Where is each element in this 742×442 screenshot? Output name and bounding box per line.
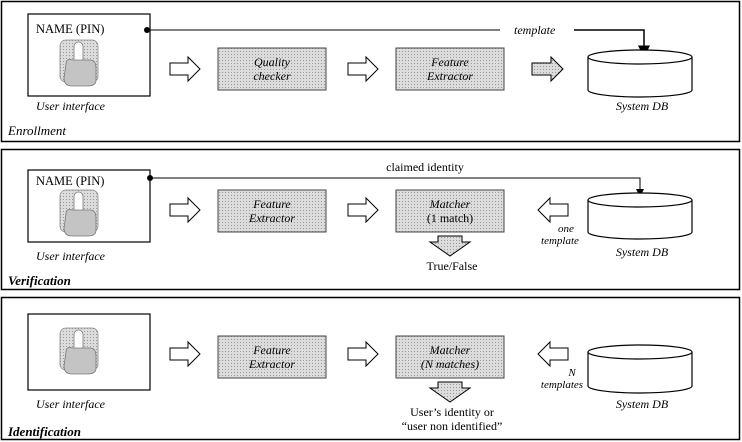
verification-frame <box>0 148 741 291</box>
identification-ui-caption: User interface <box>36 397 106 411</box>
identification-matcher-block <box>395 335 505 379</box>
identification-db-to-matcher-label-line2: templates <box>541 379 583 391</box>
identification-frame <box>0 296 741 441</box>
enrollment-flow-label: template <box>514 23 556 37</box>
identification-db-icon <box>587 344 693 394</box>
enrollment-hand-icon <box>59 39 99 87</box>
identification-panel: User interface Feature Extractor Matcher… <box>0 296 741 441</box>
verification-matcher-line2: (1 match) <box>427 211 473 225</box>
verification-flow-label: claimed identity <box>386 160 464 174</box>
verification-matcher-line1: Matcher <box>429 197 471 211</box>
verification-panel: NAME (PIN) User interface claimed identi… <box>0 148 741 291</box>
verification-feature-extractor-block <box>217 189 327 233</box>
enrollment-name-label: NAME (PIN) <box>36 22 104 36</box>
enrollment-arrow-extractor-to-db <box>531 55 564 83</box>
quality-checker-line1: Quality <box>254 55 291 69</box>
identification-extractor-line2: Extractor <box>248 357 295 371</box>
verification-ui-caption: User interface <box>36 249 106 263</box>
verification-extractor-line2: Extractor <box>248 211 295 225</box>
identification-feature-extractor-block <box>217 335 327 379</box>
enrollment-template-arrow <box>574 29 650 58</box>
enrollment-ui-caption: User interface <box>36 99 106 113</box>
verification-db-label: System DB <box>616 245 669 259</box>
verification-claimed-identity-line <box>153 177 644 197</box>
quality-checker-block <box>217 47 327 91</box>
verification-extractor-line1: Feature <box>252 197 291 211</box>
identification-result-line1: User’s identity or <box>410 405 494 419</box>
enrollment-feature-extractor-block <box>395 47 505 91</box>
verification-db-to-matcher-label-line2: template <box>541 235 579 247</box>
verification-hand-icon <box>59 189 99 237</box>
enrollment-extractor-line1: Feature <box>430 55 469 69</box>
identification-matcher-line2: (N matches) <box>421 357 479 371</box>
identification-result-arrow <box>428 381 472 403</box>
verification-name-label: NAME (PIN) <box>36 174 104 188</box>
verification-arrow-ui-to-extractor <box>169 196 201 224</box>
identification-db-to-matcher-label-line1: N <box>567 367 576 379</box>
enrollment-frame <box>0 0 741 143</box>
verification-result-label: True/False <box>427 259 478 273</box>
verification-matcher-block <box>395 189 505 233</box>
enrollment-db-label: System DB <box>616 99 669 113</box>
enrollment-extractor-line2: Extractor <box>426 69 473 83</box>
enrollment-arrow-quality-to-extractor <box>347 55 379 83</box>
identification-db-label: System DB <box>616 397 669 411</box>
identification-arrow-db-to-matcher <box>537 340 569 368</box>
identification-matcher-line1: Matcher <box>429 343 471 357</box>
identification-arrow-extractor-to-matcher <box>347 340 379 368</box>
verification-arrow-db-to-matcher <box>537 196 569 224</box>
verification-db-to-matcher-label-line1: one <box>558 223 574 235</box>
identification-hand-icon <box>59 327 99 375</box>
verification-flow-start-dot <box>147 175 153 181</box>
identification-arrow-ui-to-extractor <box>169 340 201 368</box>
verification-result-arrow <box>428 235 472 257</box>
enrollment-db-icon <box>587 49 693 98</box>
verification-section-label: Verification <box>8 273 71 288</box>
quality-checker-line2: checker <box>253 69 291 83</box>
enrollment-panel: NAME (PIN) User interface template Quali… <box>0 0 741 143</box>
enrollment-flow-start-dot <box>144 27 150 33</box>
enrollment-arrow-ui-to-quality <box>169 55 201 83</box>
identification-section-label: Identification <box>7 424 81 439</box>
enrollment-section-label: Enrollment <box>7 123 66 138</box>
verification-arrow-extractor-to-matcher <box>347 196 379 224</box>
identification-result-line2: “user non identified” <box>402 419 503 433</box>
identification-extractor-line1: Feature <box>252 343 291 357</box>
verification-db-icon <box>587 192 693 240</box>
